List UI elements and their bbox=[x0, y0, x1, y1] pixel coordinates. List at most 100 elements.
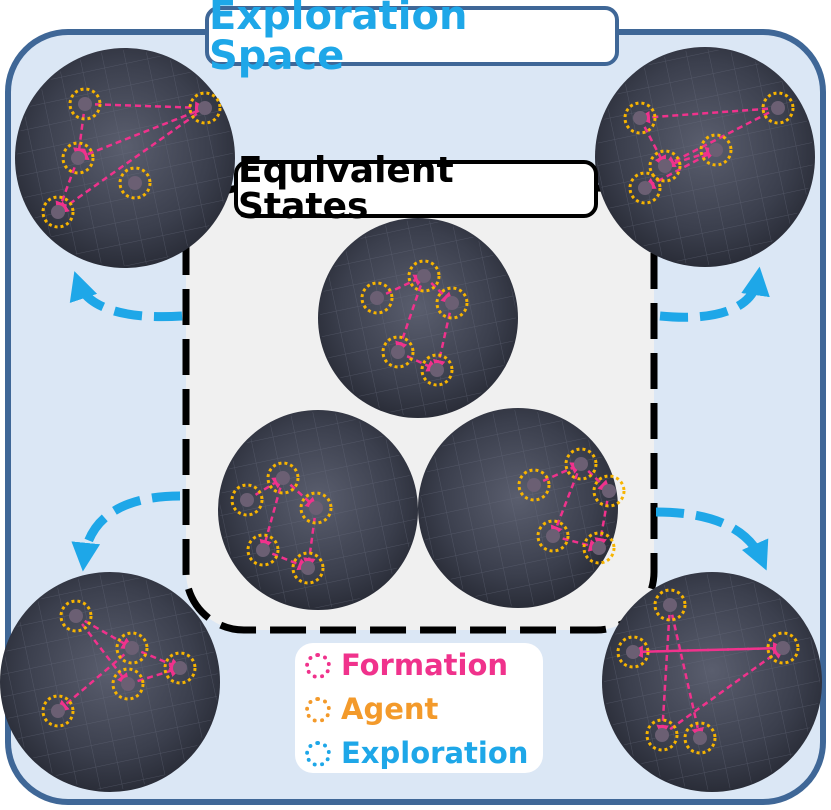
agent-unit-icon bbox=[121, 677, 135, 691]
agent-ring bbox=[61, 141, 95, 175]
formation-edge bbox=[282, 477, 318, 510]
state-top-left bbox=[15, 48, 235, 268]
agent-unit-icon bbox=[71, 151, 85, 165]
agent-unit-icon bbox=[430, 363, 444, 377]
agent-ring bbox=[230, 483, 264, 517]
formation-edge bbox=[303, 507, 318, 571]
formation-edge bbox=[552, 534, 602, 552]
agent-unit-icon bbox=[527, 478, 541, 492]
agent-unit-icon bbox=[626, 645, 640, 659]
agent-unit-icon bbox=[256, 543, 270, 557]
agent-unit-icon bbox=[445, 296, 459, 310]
agent-ring bbox=[683, 721, 717, 755]
agent-ring bbox=[592, 474, 626, 508]
exploration-arrow-top-left bbox=[69, 271, 183, 322]
ground-tile-pattern bbox=[420, 410, 616, 606]
exploration-arrow-top-right bbox=[659, 266, 770, 322]
agent-unit-icon bbox=[592, 541, 606, 555]
agent-ring bbox=[536, 519, 570, 553]
agent-ring bbox=[582, 531, 616, 565]
formation-edge bbox=[664, 147, 719, 168]
agent-ring bbox=[246, 533, 280, 567]
exploration-arrows bbox=[69, 266, 770, 572]
agent-ring bbox=[564, 447, 598, 481]
agent-unit-icon bbox=[693, 731, 707, 745]
formation-edge bbox=[127, 664, 183, 686]
exploration-dotted-circle-icon bbox=[305, 740, 331, 767]
exploration-arrow-bottom-right bbox=[655, 507, 769, 571]
formation-edge bbox=[533, 462, 584, 487]
agent-ring bbox=[699, 133, 733, 167]
agent-ring bbox=[188, 91, 222, 125]
legend-label-exploration: Exploration bbox=[341, 736, 529, 770]
agent-ring bbox=[761, 91, 795, 125]
formation-edge bbox=[259, 477, 285, 553]
agent-unit-icon bbox=[276, 471, 290, 485]
agent-unit-icon bbox=[51, 704, 65, 718]
formation-edge bbox=[246, 476, 286, 502]
exploration-space-title: Exploration Space bbox=[205, 0, 619, 76]
agent-ring bbox=[766, 631, 800, 665]
agent-unit-icon bbox=[69, 609, 83, 623]
agent-unit-icon bbox=[663, 598, 677, 612]
agent-unit-icon bbox=[771, 101, 785, 115]
exploration-arrow-bottom-left bbox=[71, 491, 181, 572]
agent-ring bbox=[653, 588, 687, 622]
ground-tile-pattern bbox=[2, 574, 218, 790]
agent-ring bbox=[628, 171, 662, 205]
agent-unit-icon bbox=[370, 291, 384, 305]
legend: Formation Agent Exploration bbox=[295, 643, 543, 773]
agent-ring bbox=[420, 353, 454, 387]
ground-tile-pattern bbox=[320, 220, 516, 416]
ground-tile-pattern bbox=[17, 50, 233, 266]
exploration-space-title-text: Exploration Space bbox=[209, 0, 468, 79]
formation-edge bbox=[75, 614, 135, 650]
agent-unit-icon bbox=[638, 181, 652, 195]
agent-ring bbox=[163, 651, 197, 685]
agent-unit-icon bbox=[546, 529, 560, 543]
agent-ring bbox=[115, 631, 149, 665]
legend-item-agent: Agent bbox=[305, 695, 438, 724]
state-center-left bbox=[218, 410, 418, 610]
agent-ring bbox=[41, 195, 75, 229]
legend-label-formation: Formation bbox=[341, 648, 509, 682]
agent-unit-icon bbox=[240, 493, 254, 507]
formation-edge bbox=[262, 548, 311, 571]
formation-edge bbox=[84, 101, 208, 114]
agent-ring bbox=[266, 461, 300, 495]
agent-ring bbox=[435, 286, 469, 320]
agent-unit-icon bbox=[391, 345, 405, 359]
formation-edge bbox=[630, 645, 784, 658]
agent-ring bbox=[381, 335, 415, 369]
agent-unit-icon bbox=[655, 728, 669, 742]
formation-edge bbox=[73, 103, 87, 161]
formation-edge bbox=[637, 106, 779, 124]
legend-label-agent: Agent bbox=[341, 692, 439, 726]
agent-ring bbox=[111, 667, 145, 701]
formation-edge bbox=[55, 106, 206, 214]
state-top-right bbox=[595, 47, 815, 267]
formation-edge bbox=[662, 106, 779, 168]
legend-item-exploration: Exploration bbox=[305, 739, 528, 768]
legend-item-formation: Formation bbox=[305, 651, 508, 680]
formation-edge bbox=[656, 604, 672, 738]
agent-unit-icon bbox=[78, 97, 92, 111]
formation-edge bbox=[56, 647, 133, 713]
agent-ring bbox=[360, 281, 394, 315]
formation-edge bbox=[550, 463, 583, 539]
agent-unit-icon bbox=[309, 501, 323, 515]
equivalent-states-title: Equivalent States bbox=[234, 153, 598, 225]
agent-unit-icon bbox=[633, 111, 647, 125]
ground-tile-pattern bbox=[604, 574, 820, 790]
formation-edge bbox=[433, 302, 454, 373]
agent-unit-icon bbox=[51, 205, 65, 219]
agent-ring bbox=[41, 694, 75, 728]
state-bottom-right bbox=[602, 572, 822, 792]
agent-ring bbox=[291, 551, 325, 585]
agent-unit-icon bbox=[602, 484, 616, 498]
agent-unit-icon bbox=[128, 176, 142, 190]
agent-unit-icon bbox=[574, 457, 588, 471]
state-center-top bbox=[318, 218, 518, 418]
state-bottom-left bbox=[0, 572, 220, 792]
